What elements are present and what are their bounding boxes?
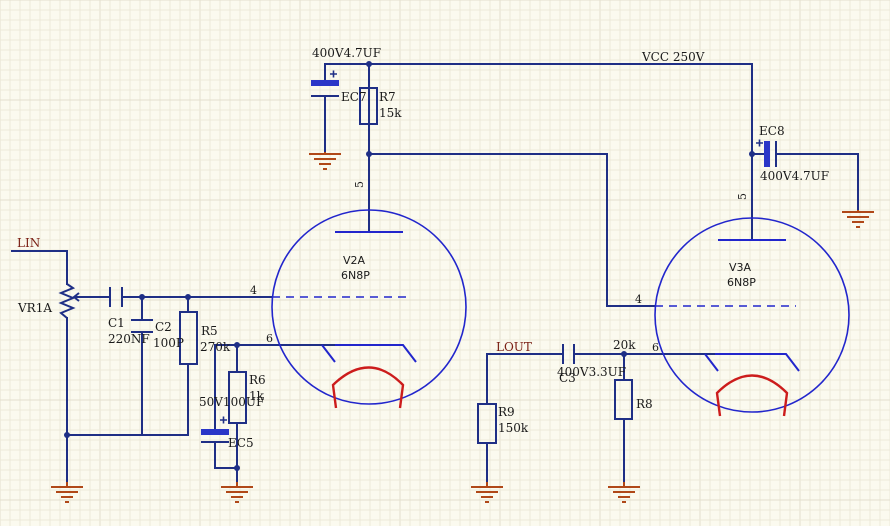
pin-plate-v2a: 5 <box>353 181 366 188</box>
value-ec7: 400V4.7UF <box>312 46 381 60</box>
wire-ec7 <box>324 63 370 153</box>
tube-type-v3a: 6N8P <box>727 276 756 289</box>
net-label-lin: LIN <box>17 236 40 250</box>
tube-heater <box>331 366 405 409</box>
potentiometer-resistor <box>58 283 76 319</box>
wire-v2a-to-v3a-grid <box>368 153 656 307</box>
ref-r9: R9 <box>498 405 515 419</box>
ref-r8: R8 <box>636 397 653 411</box>
value-r5: 270k <box>200 340 231 354</box>
junction-dot <box>234 465 240 471</box>
ref-vr1a: VR1A <box>17 301 52 315</box>
tube-ref-v3a: V3A <box>729 261 752 274</box>
ref-c1: C1 <box>108 316 125 330</box>
ref-ec8: EC8 <box>759 124 785 138</box>
tube-heater <box>715 374 789 417</box>
value-ec8: 400V4.7UF <box>760 169 829 183</box>
pin-cathode-v2a: 6 <box>266 332 273 345</box>
tube-v2a <box>271 209 467 409</box>
net-label-lout: LOUT <box>496 340 532 354</box>
ref-c3: C3 <box>559 371 576 385</box>
value-r9: 150k <box>498 421 529 435</box>
plus-sign <box>220 416 227 424</box>
resistor-r5 <box>179 311 198 365</box>
tube-v3a <box>654 217 850 417</box>
ref-ec5: EC5 <box>228 436 254 450</box>
junction-dot <box>621 351 627 357</box>
value-ec5: 50V100UF <box>199 395 264 409</box>
tube-ref-v2a: V2A <box>343 254 366 267</box>
wire-ec5 <box>214 344 238 469</box>
ref-r5: R5 <box>201 324 218 338</box>
resistor-r6 <box>228 371 247 424</box>
pin-plate-v3a: 5 <box>736 193 749 200</box>
potentiometer-vr1a <box>58 283 84 319</box>
wire-vcc-rail <box>368 63 753 149</box>
ref-r6: R6 <box>249 373 266 387</box>
ground-icon <box>309 152 341 170</box>
value-r6: 1k <box>249 389 265 403</box>
capacitor-c3 <box>562 344 575 364</box>
ref-c2: C2 <box>155 320 172 334</box>
junction-dot <box>749 151 755 157</box>
resistor-r9 <box>477 403 497 444</box>
resistor-r7 <box>359 87 378 125</box>
ground-icon <box>471 482 503 503</box>
electrolytic-capacitor-ec8 <box>756 139 777 167</box>
junction-dot <box>64 432 70 438</box>
plus-sign <box>756 139 763 147</box>
value-c2: 100P <box>153 336 184 350</box>
junction-dot <box>366 151 372 157</box>
capacitor-c2 <box>131 319 153 333</box>
value-c1: 220NF <box>108 332 150 346</box>
ground-icon <box>51 482 83 503</box>
tube-type-v2a: 6N8P <box>341 269 370 282</box>
value-r7: 15k <box>379 106 402 120</box>
electrolytic-capacitor-ec5 <box>201 416 229 443</box>
ground-icon <box>221 482 253 503</box>
pin-cathode-v3a: 6 <box>652 341 659 354</box>
tube-envelope <box>654 217 850 413</box>
potentiometer-wiper-arrow <box>72 292 84 302</box>
wire-lin <box>11 250 68 285</box>
junctions <box>64 61 755 471</box>
junction-dot <box>185 294 191 300</box>
ref-ec7: EC7 <box>341 90 367 104</box>
ground-icon <box>842 210 874 228</box>
labels: LIN LOUT VCC 250V VR1A C1 220NF C2 100P … <box>17 46 829 450</box>
value-r8: 20k <box>613 338 636 352</box>
capacitor-c1 <box>109 287 123 307</box>
tube-envelope <box>271 209 467 405</box>
resistor-r8 <box>614 379 633 420</box>
ground-icon <box>608 482 640 503</box>
value-c3: 400V3.3UF <box>557 365 626 379</box>
tube-cathode <box>321 344 417 363</box>
junction-dot <box>366 61 372 67</box>
junction-dot <box>139 294 145 300</box>
ref-r7: R7 <box>379 90 396 104</box>
pin-grid-v2a: 4 <box>250 284 257 297</box>
electrolytic-capacitor-ec7 <box>311 70 339 97</box>
plus-sign <box>330 70 337 78</box>
pin-grid-v3a: 4 <box>635 293 642 306</box>
ground-symbols <box>51 152 874 503</box>
tube-cathode <box>704 353 800 372</box>
net-label-vcc: VCC 250V <box>641 50 705 64</box>
junction-dot <box>234 342 240 348</box>
